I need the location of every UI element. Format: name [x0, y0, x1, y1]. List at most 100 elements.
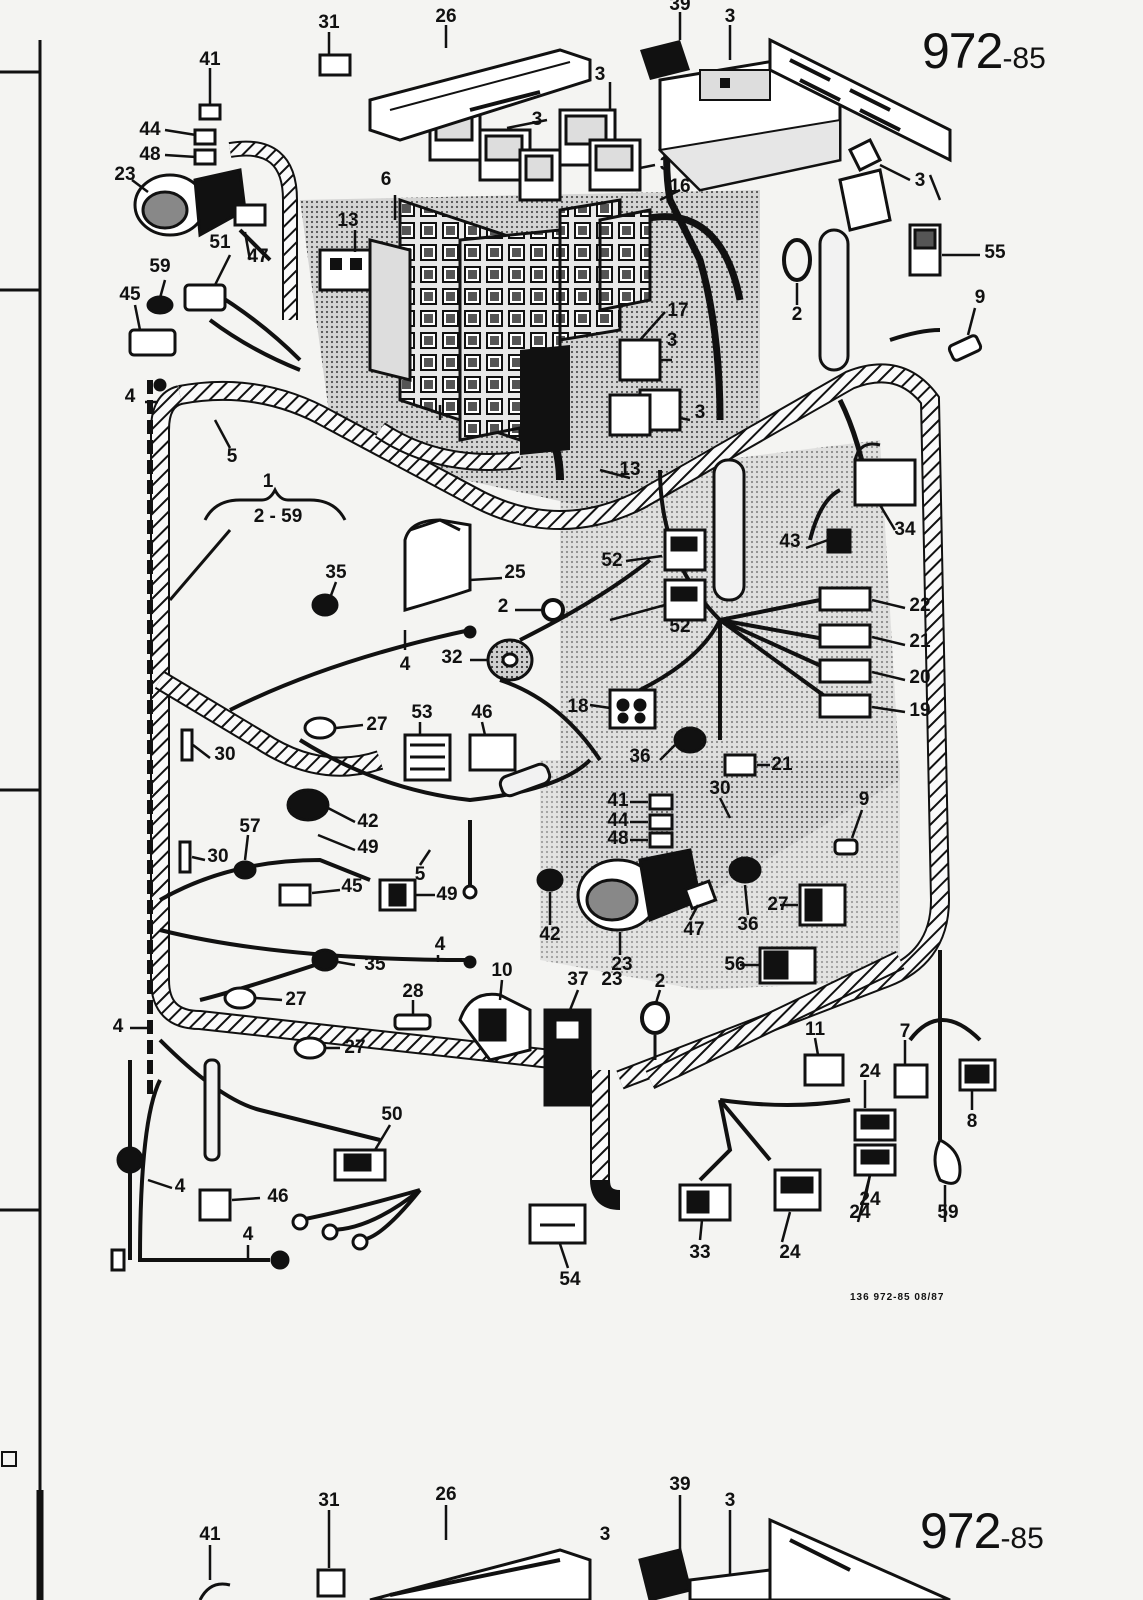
- callout-42: 42: [539, 924, 560, 945]
- callout-50: 50: [381, 1104, 402, 1125]
- callout-3: 3: [915, 170, 926, 191]
- callout-4: 4: [435, 934, 446, 955]
- callout-3: 3: [725, 1490, 736, 1511]
- callout-31: 31: [318, 12, 340, 33]
- callout-22: 22: [909, 595, 930, 616]
- callout-32: 32: [441, 647, 462, 668]
- callout-3: 3: [725, 6, 736, 27]
- callout-46: 46: [267, 1186, 288, 1207]
- callout-47: 47: [683, 919, 704, 940]
- callout-30: 30: [709, 778, 730, 799]
- callout-45: 45: [341, 876, 363, 897]
- callout-34: 34: [894, 519, 916, 540]
- callout-41: 41: [199, 1524, 221, 1545]
- callout-48: 48: [607, 828, 628, 849]
- callout-4: 4: [113, 1016, 124, 1037]
- callout-13: 13: [619, 459, 640, 480]
- callout-13: 13: [337, 210, 358, 231]
- callout-2: 2: [792, 304, 803, 325]
- page-number-top: 972-85: [922, 22, 1046, 80]
- callout-47: 47: [247, 246, 268, 267]
- callout-4: 4: [175, 1176, 186, 1197]
- callout-2: 2: [655, 971, 666, 992]
- reference-code: 136 972-85 08/87: [850, 1292, 945, 1303]
- callout-31: 31: [318, 1490, 340, 1511]
- callout-51: 51: [209, 232, 231, 253]
- main-harness-loop: [150, 140, 951, 1210]
- callout-9: 9: [859, 789, 870, 810]
- callout-52: 52: [601, 550, 622, 571]
- callout-41: 41: [199, 49, 221, 70]
- callout-27: 27: [344, 1037, 365, 1058]
- callout-24: 24: [849, 1202, 871, 1223]
- callout-49: 49: [357, 837, 378, 858]
- callout-27: 27: [285, 989, 306, 1010]
- callout-59: 59: [937, 1202, 958, 1223]
- group-bracket: [168, 486, 347, 601]
- callout-44: 44: [139, 119, 161, 140]
- callout-4: 4: [243, 1224, 254, 1245]
- callout-53: 53: [411, 702, 432, 723]
- callout-17: 17: [667, 300, 688, 321]
- callout-3: 3: [660, 154, 671, 175]
- callout-3: 3: [667, 330, 678, 351]
- callout-39: 39: [669, 1474, 690, 1495]
- callout-37: 37: [567, 969, 588, 990]
- callout-54: 54: [559, 1269, 581, 1290]
- callout-36: 36: [737, 914, 758, 935]
- callout-4: 4: [125, 386, 136, 407]
- bracket-26: [318, 48, 592, 142]
- callout-49: 49: [436, 884, 457, 905]
- group-label: 1: [263, 471, 274, 492]
- callout-3: 3: [595, 64, 606, 85]
- callout-26: 26: [435, 6, 456, 27]
- callout-59: 59: [149, 256, 170, 277]
- fuse-relay-panel: [318, 197, 652, 455]
- callout-21: 21: [909, 631, 931, 652]
- page-number-repeat: 972: [920, 1503, 1001, 1559]
- components: [110, 103, 997, 1272]
- callout-8: 8: [967, 1111, 978, 1132]
- callout-35: 35: [364, 954, 386, 975]
- callout-25: 25: [504, 562, 526, 583]
- callout-52: 52: [669, 616, 690, 637]
- cable-sleeves: [203, 228, 850, 1162]
- callout-3: 3: [600, 1524, 611, 1545]
- callout-5: 5: [415, 864, 426, 885]
- callout-55: 55: [984, 242, 1006, 263]
- callout-20: 20: [909, 667, 930, 688]
- callout-2: 2: [498, 596, 509, 617]
- callout-48: 48: [139, 144, 160, 165]
- callout-19: 19: [909, 700, 930, 721]
- page-number: 972: [922, 23, 1003, 79]
- callout-3: 3: [532, 109, 543, 130]
- callout-21: 21: [771, 754, 793, 775]
- callout-27: 27: [767, 894, 788, 915]
- next-page-preview: [198, 1517, 951, 1600]
- callout-4: 4: [400, 654, 411, 675]
- callout-23: 23: [611, 954, 632, 975]
- callout-11: 11: [805, 1019, 826, 1040]
- callout-18: 18: [567, 696, 588, 717]
- callout-30: 30: [214, 744, 235, 765]
- callout-39: 39: [669, 0, 690, 15]
- callout-46: 46: [471, 702, 492, 723]
- leader-lines: [130, 12, 980, 1580]
- page-number-bottom: 972-85: [920, 1502, 1044, 1560]
- callout-24: 24: [779, 1242, 801, 1263]
- callout-44: 44: [607, 810, 629, 831]
- page-binding: [0, 40, 44, 1600]
- callout-9: 9: [975, 287, 986, 308]
- callout-3: 3: [695, 402, 706, 423]
- callout-26: 26: [435, 1484, 456, 1505]
- callout-33: 33: [689, 1242, 710, 1263]
- callout-7: 7: [900, 1021, 911, 1042]
- callout-16: 16: [669, 176, 690, 197]
- callout-5: 5: [227, 446, 238, 467]
- relays-top: [428, 108, 682, 437]
- callout-41: 41: [607, 790, 629, 811]
- callout-42: 42: [357, 811, 378, 832]
- callout-23: 23: [601, 969, 622, 990]
